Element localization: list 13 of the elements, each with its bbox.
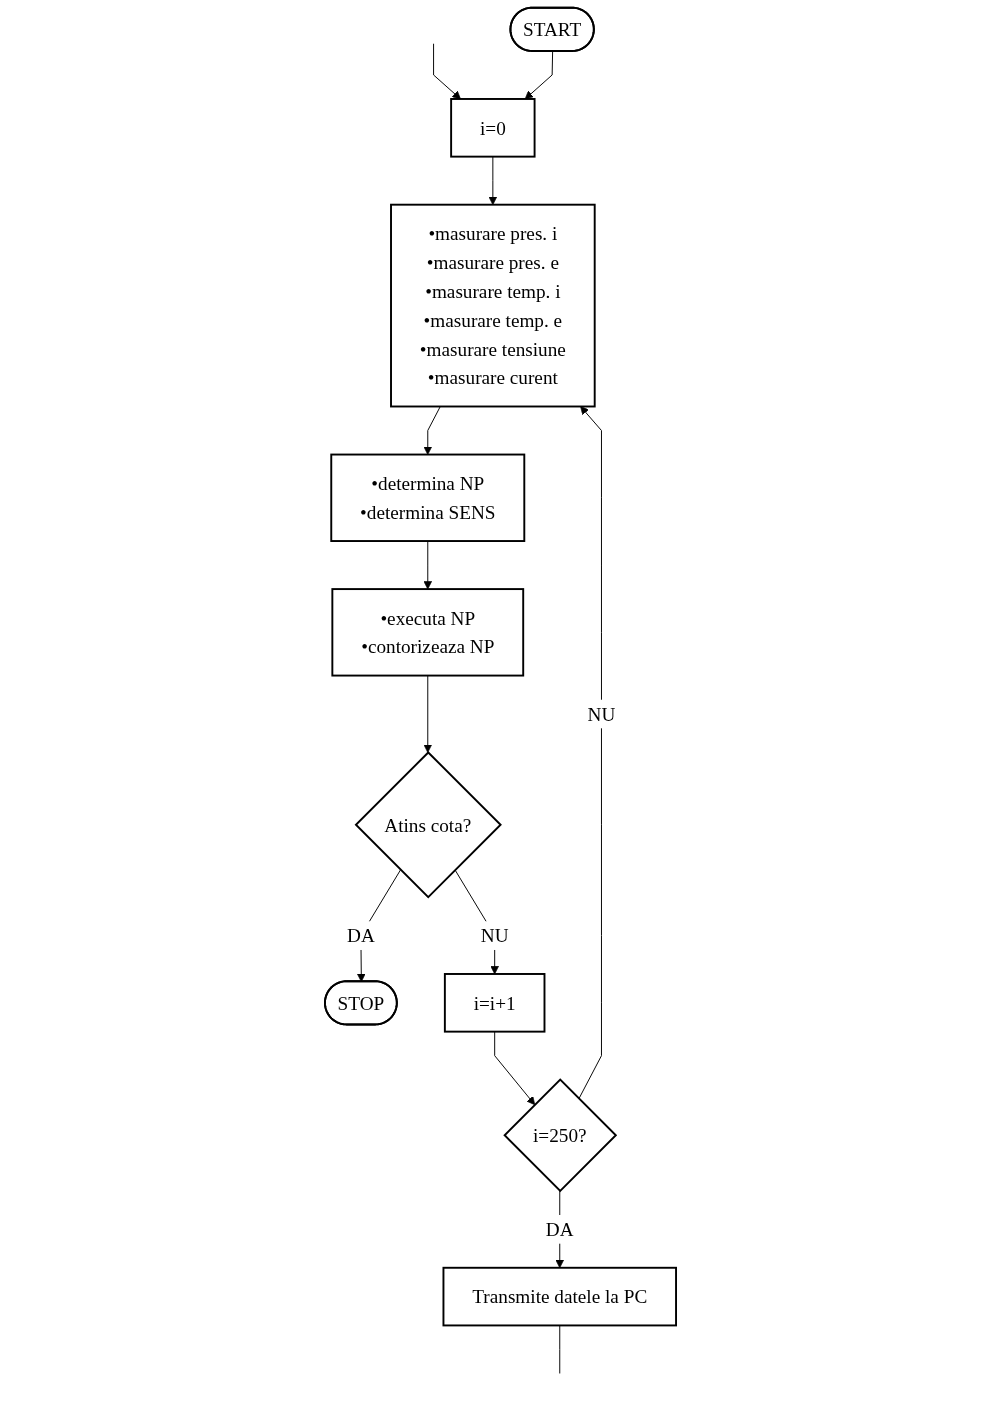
node-box: •masurare pres. i •masurare pres. e •masurare temp. i •masurare temp. e •masurare tensiune •masurare curent	[390, 203, 596, 408]
node-box: •determina NP •determina SENS	[330, 453, 526, 542]
node-box: i=0	[450, 98, 536, 158]
node-diamond: i=250?	[503, 1078, 618, 1193]
edge-label: NU	[480, 924, 509, 947]
edge-label: NU	[587, 703, 616, 725]
node-box: i=i+1	[443, 973, 546, 1033]
edge-label: DA	[347, 924, 375, 947]
node-box: •executa NP •contorizeaza NP	[331, 588, 525, 677]
connector	[559, 1324, 561, 1374]
node-diamond: Atins cota?	[354, 751, 502, 899]
node-box: Transmite datele la PC	[442, 1266, 677, 1327]
edge-label: DA	[545, 1218, 574, 1240]
